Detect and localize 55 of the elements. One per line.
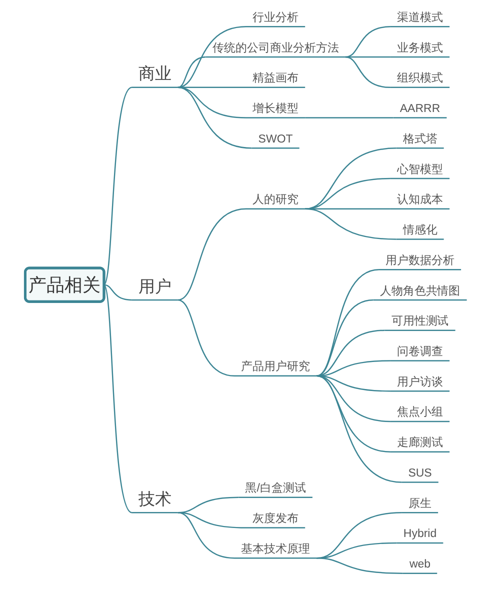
node-text: 渠道模式 — [397, 10, 443, 24]
node-text: 人的研究 — [252, 192, 299, 206]
node-text: 增长模型 — [252, 101, 299, 114]
connector — [178, 208, 246, 301]
node-text: 行业分析 — [252, 10, 299, 24]
node-text: 人物角色共情图 — [380, 284, 460, 297]
node-text: 传统的公司商业分析方法 — [212, 40, 339, 54]
node-text: 格式塔 — [402, 132, 438, 145]
node-text: 问卷调查 — [397, 344, 443, 358]
node-text: Hybrid — [403, 526, 437, 540]
connector — [178, 86, 252, 149]
node-text: 业务模式 — [397, 40, 443, 54]
connector — [103, 284, 132, 514]
node-text: 用户访谈 — [397, 374, 443, 388]
connector — [103, 86, 132, 286]
node-text: web — [409, 556, 431, 570]
node-text: 产品用户研究 — [241, 360, 310, 373]
connector — [316, 558, 403, 574]
connector — [104, 284, 132, 301]
node-text: 用户 — [138, 278, 172, 296]
node-text: 商业 — [138, 65, 172, 84]
node-text: 认知成本 — [397, 192, 443, 206]
node-text: AARRR — [400, 101, 440, 114]
connector — [178, 512, 246, 528]
connector — [178, 512, 235, 559]
node-text: SUS — [408, 466, 432, 479]
connector — [316, 375, 402, 483]
connector — [178, 299, 235, 377]
node-text: 组织模式 — [397, 71, 443, 84]
node-text: 黑/白盒测试 — [245, 480, 306, 494]
connector — [316, 269, 380, 376]
node-text: 精益画布 — [252, 71, 299, 84]
connector — [345, 26, 390, 58]
connector — [316, 360, 390, 377]
connector — [345, 56, 390, 88]
connector — [305, 148, 396, 210]
node-text: 走廊测试 — [397, 435, 443, 449]
node-text: 情感化 — [402, 222, 438, 236]
connector — [305, 117, 394, 118]
node-text: 基本技术原理 — [241, 542, 310, 555]
connector — [305, 208, 396, 240]
node-text: 原生 — [408, 496, 432, 510]
node-text: 用户数据分析 — [386, 253, 454, 266]
connector — [316, 330, 385, 377]
node-text: 可用性测试 — [391, 314, 449, 328]
connector — [316, 299, 374, 376]
node-text: 灰度发布 — [252, 511, 299, 524]
connector — [178, 26, 246, 88]
connector — [305, 178, 390, 210]
node-text: 焦点小组 — [397, 405, 443, 418]
node-text: 心智模型 — [397, 162, 443, 176]
connector — [345, 56, 390, 58]
node-text: 技术 — [138, 490, 172, 508]
node-text: SWOT — [258, 132, 293, 145]
connector — [178, 56, 206, 88]
